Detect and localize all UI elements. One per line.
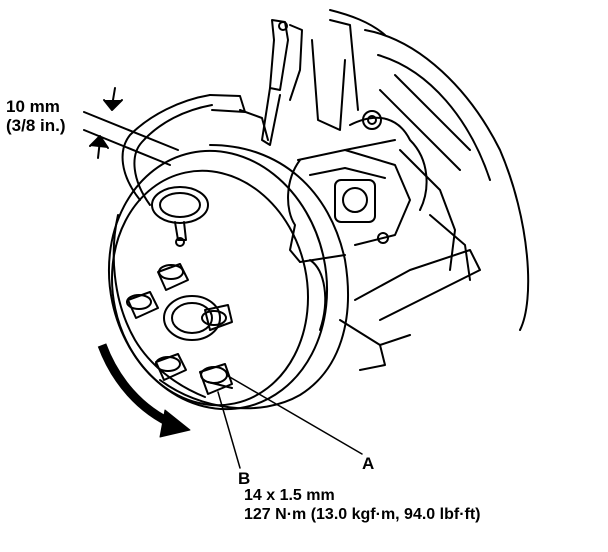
vise-grip-pliers-icon (239, 19, 303, 146)
wheel-stud (126, 291, 159, 319)
callout-b-torque-spec: 127 N·m (13.0 kgf·m, 94.0 lbf·ft) (244, 506, 481, 523)
wheel-stud (201, 304, 233, 331)
strut-assembly (311, 19, 471, 281)
dial-indicator-icon (121, 94, 246, 247)
fender-outline (329, 9, 530, 331)
wheel-stud (155, 353, 187, 381)
callout-b-thread-spec: 14 x 1.5 mm (244, 487, 335, 504)
rotation-arrow-icon (97, 343, 191, 438)
wheel-nut-b (199, 363, 233, 395)
wheel-studs (126, 263, 233, 395)
brake-disc (107, 144, 349, 411)
caliper-bracket (287, 149, 411, 263)
lower-arm (339, 249, 481, 371)
gauge-distance-imperial-label: (3/8 in.) (6, 116, 66, 135)
leader-line-b (217, 391, 241, 469)
callout-a-letter: A (362, 454, 375, 473)
gauge-distance-label: 10 mm (6, 97, 60, 116)
gap-arrow-icon (83, 87, 179, 166)
wheel-stud (157, 263, 189, 291)
leader-line-a (227, 375, 363, 455)
callout-b-letter: B (238, 469, 251, 488)
hub (163, 295, 221, 341)
